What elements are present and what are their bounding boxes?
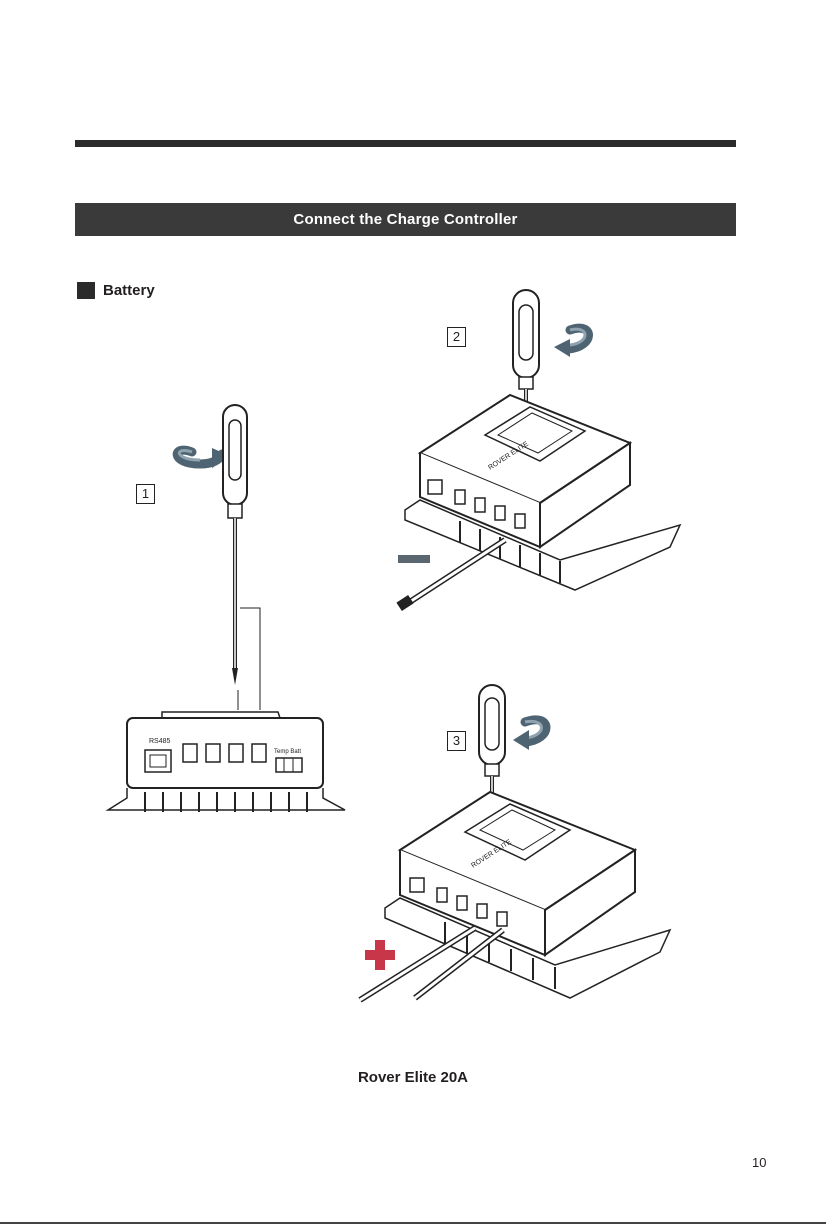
port-label: RS485: [149, 738, 171, 745]
rotate-arrow-icon: [513, 720, 546, 750]
plus-sign-icon: [365, 940, 395, 970]
page-number: 10: [752, 1155, 766, 1170]
subsection-heading: Battery: [77, 281, 155, 299]
controller-iso-view: [405, 395, 680, 590]
section-title-banner: Connect the Charge Controller: [75, 203, 736, 236]
illustration-step-3: ROVER ELITE: [355, 680, 685, 1020]
top-rule: [75, 140, 736, 147]
figure-caption: Rover Elite 20A: [0, 1069, 826, 1086]
rotate-arrow-icon: [554, 328, 589, 357]
controller-iso-view: [385, 792, 670, 998]
illustration-step-1: RS485 Temp Batt: [100, 400, 360, 820]
illustration-step-2: ROVER ELITE: [380, 285, 690, 615]
subsection-label: Battery: [103, 282, 155, 299]
screwdriver-icon: [223, 405, 247, 685]
bottom-rule: [0, 1222, 826, 1224]
minus-sign-icon: [398, 555, 430, 563]
temp-batt-label: Temp Batt: [274, 749, 301, 755]
negative-wire: [396, 540, 505, 611]
controller-front-view: [108, 712, 345, 812]
bullet-square-icon: [77, 282, 95, 299]
